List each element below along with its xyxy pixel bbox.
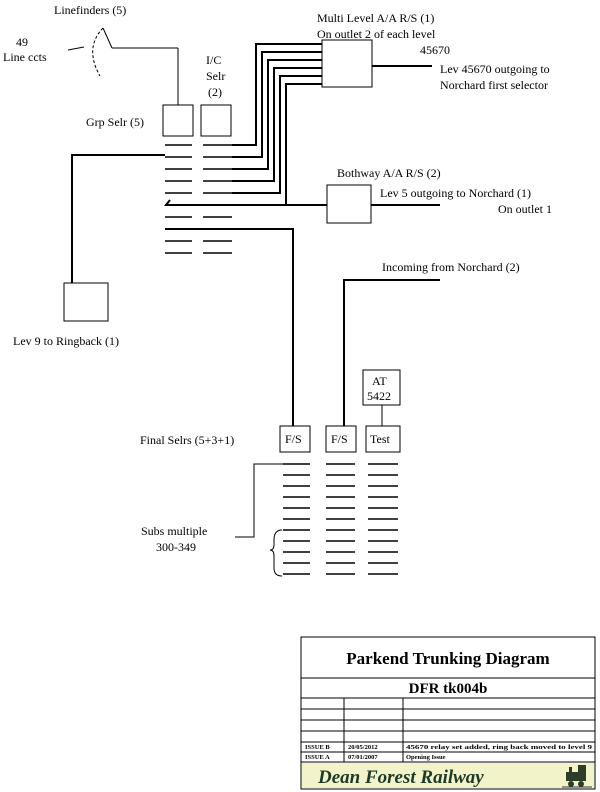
grp-selr-box <box>162 104 194 137</box>
subs-bracket <box>269 529 283 577</box>
bothway-rs-box <box>326 184 372 224</box>
final-selector-box-1 <box>279 425 311 453</box>
drawing-number: DFR tk004b <box>409 681 488 697</box>
bothway-out-line2: On outlet 1 <box>498 202 552 216</box>
multi-level-line3: 45670 <box>420 43 450 57</box>
ic-selr-line1: I/C <box>206 53 221 67</box>
test-selector-label: Test <box>370 432 390 446</box>
final-selr-feed-line <box>165 228 294 426</box>
bothway-label: Bothway A/A R/S (2) <box>337 166 441 180</box>
final-selector-label-2: F/S <box>331 432 348 446</box>
issue-b-date: 20/05/2012 <box>348 744 378 751</box>
multi-level-out-line2: Norchard first selector <box>440 78 548 92</box>
final-selrs-label: Final Selrs (5+3+1) <box>140 433 234 447</box>
issue-a-date: 07/01/2007 <box>348 754 378 761</box>
subs-range-label: 300-349 <box>156 540 196 554</box>
issue-b-label: ISSUE B <box>305 744 330 751</box>
subs-multiple-label: Subs multiple <box>141 524 207 538</box>
subs-connector-line <box>235 463 283 538</box>
multi-level-feed-lines <box>232 43 322 206</box>
final-selector-box-2 <box>325 425 357 453</box>
ic-selr-line3: (2) <box>208 85 222 99</box>
incoming-line <box>343 279 440 426</box>
multi-level-out-line1: Lev 45670 outgoing to <box>440 62 550 76</box>
multi-level-rs-box <box>321 39 373 88</box>
title-block <box>300 636 596 790</box>
issue-a-label: ISSUE A <box>305 754 330 761</box>
ic-selr-line2: Selr <box>206 69 225 83</box>
issue-a-description: Opening Issue <box>406 754 446 761</box>
multi-level-line2: On outlet 2 of each level <box>317 27 436 41</box>
multi-level-line1: Multi Level A/A R/S (1) <box>317 11 434 25</box>
at-line1: AT <box>372 374 387 388</box>
ringback-label: Lev 9 to Ringback (1) <box>13 334 119 348</box>
final-selector-bank <box>283 463 398 575</box>
linefinders-label: Linefinders (5) <box>54 3 126 17</box>
final-selector-label-1: F/S <box>285 432 302 446</box>
diagram-title: Parkend Trunking Diagram <box>346 649 549 668</box>
brand-name: Dean Forest Railway <box>317 767 484 788</box>
locomotive-icon <box>562 765 592 788</box>
bothway-out-line1: Lev 5 outgoing to Norchard (1) <box>380 186 531 200</box>
ringback-feed-line <box>71 154 165 283</box>
line-ccts-label: Line ccts <box>3 50 47 64</box>
incoming-label: Incoming from Norchard (2) <box>382 260 520 274</box>
ic-selr-box <box>200 104 232 137</box>
issue-b-description: 45670 relay set added, ring back moved t… <box>406 744 593 751</box>
ringback-box <box>63 282 109 322</box>
group-selector-bank <box>165 144 232 254</box>
brand-banner <box>302 763 594 788</box>
bothway-feed-line <box>163 199 327 206</box>
at-box <box>362 369 401 406</box>
test-selector-box <box>365 425 401 453</box>
grp-selr-label: Grp Selr (5) <box>86 115 144 129</box>
linefinder-arc-icon <box>67 27 179 105</box>
line-ccts-count: 49 <box>16 35 28 49</box>
at-line2: 5422 <box>367 389 391 403</box>
